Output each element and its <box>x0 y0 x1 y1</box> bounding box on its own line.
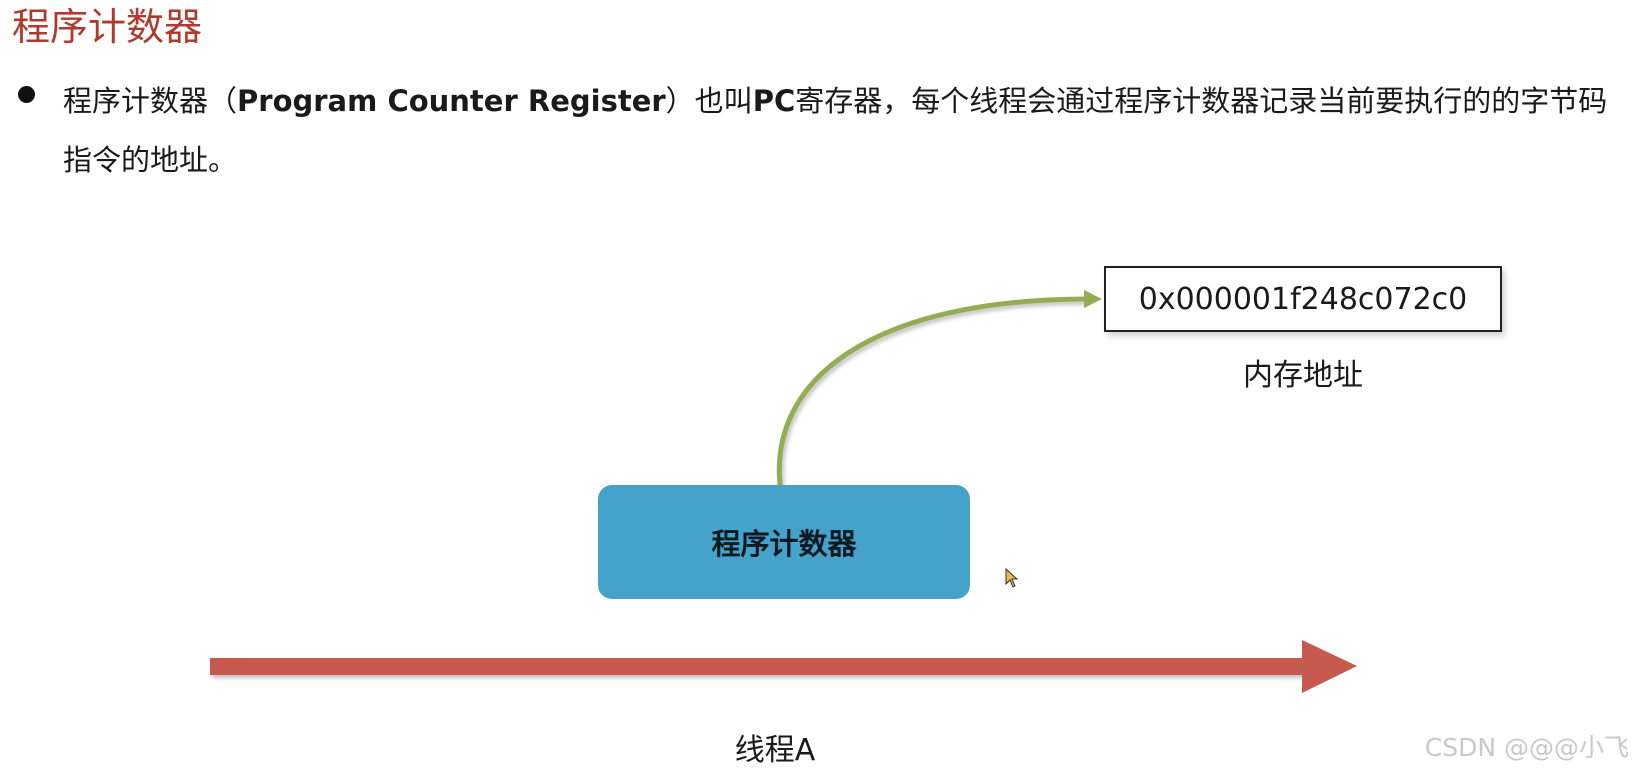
program-counter-box: 程序计数器 <box>598 485 970 599</box>
bullet-text-english-term: Program Counter Register <box>237 84 666 118</box>
bullet-dot-icon <box>18 86 35 103</box>
curved-arrow-line <box>776 296 1089 487</box>
bullet-text: 程序计数器（Program Counter Register）也叫PC寄存器，每… <box>63 72 1623 190</box>
memory-address-label: 内存地址 <box>1243 358 1363 393</box>
page-title: 程序计数器 <box>12 5 203 49</box>
curved-arrow-head <box>1084 290 1102 308</box>
thread-label: 线程A <box>734 733 816 768</box>
bullet-text-pc: PC <box>752 84 796 118</box>
bullet-text-part3: ）也叫 <box>665 84 753 118</box>
bullet-text-part1: 程序计数器（ <box>63 84 238 118</box>
thread-arrow-head <box>1302 640 1357 693</box>
memory-address-box: 0x000001f248c072c0 <box>1104 266 1502 332</box>
watermark: CSDN @@@小飞 <box>1424 733 1629 762</box>
thread-arrow-shaft <box>210 658 1308 675</box>
bullet-text-part5: 寄存器，每个线程会通过程序计数器记录当前要执行的的字节码指令的地址。 <box>63 84 1608 177</box>
mouse-cursor-icon <box>1005 568 1019 588</box>
